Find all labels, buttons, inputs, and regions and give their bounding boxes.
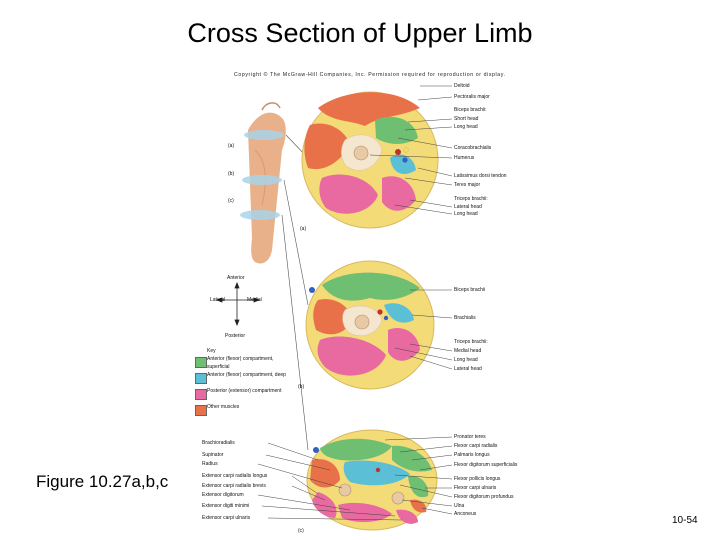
page-number: 10-54 — [672, 515, 698, 526]
label-anconeus: Anconeus — [454, 511, 477, 517]
orientation-medial: Medial — [247, 297, 262, 303]
plane-a — [244, 130, 284, 140]
plane-b — [242, 175, 282, 185]
section-c-tag: (c) — [298, 528, 304, 534]
label-short-head: Short head — [454, 116, 479, 122]
section-a-tag: (a) — [300, 226, 307, 232]
label-teres-major: Teres major — [454, 182, 481, 188]
leader-lines-a — [369, 85, 453, 215]
orientation-posterior: Posterior — [225, 333, 246, 339]
key-label: Anterior (flexor) compartment, deep — [207, 372, 286, 378]
label-biceps-brachii: Biceps brachii: — [454, 107, 487, 113]
label-extensor-carpi-radialis-longus: Extensor carpi radialis longus — [202, 473, 268, 479]
leader-lines-b — [394, 289, 453, 370]
label-triceps-brachii: Triceps brachii: — [454, 339, 488, 345]
key-title: Key — [207, 348, 216, 354]
label-humerus: Humerus — [454, 155, 475, 161]
leader-lines-c — [257, 436, 453, 521]
label-palmaris-longus: Palmaris longus — [454, 452, 490, 458]
key-item-extensor: Posterior (extensor) compartment — [195, 388, 289, 400]
key-label: Posterior (extensor) compartment — [207, 388, 282, 394]
label-lateral-head: Lateral head — [454, 366, 482, 372]
label-radius: Radius — [202, 461, 218, 467]
key-swatch — [195, 357, 207, 368]
label-latissimus-dorsi-tendon: Latissimus dorsi tendon — [454, 173, 507, 179]
arm-tag-a: (a) — [228, 143, 235, 149]
figure-caption: Figure 10.27a,b,c — [36, 472, 169, 491]
arm-tag-b: (b) — [228, 171, 235, 177]
cross-section-b — [305, 260, 435, 390]
label-deltoid: Deltoid — [454, 83, 470, 89]
slide-title: Cross Section of Upper Limb — [187, 18, 533, 48]
label-pectoralis-major: Pectoralis major — [454, 94, 490, 100]
label-long-head: Long head — [454, 357, 478, 363]
label-brachialis: Brachialis — [454, 315, 476, 321]
label-flexor-digitorum-profundus: Flexor digitorum profundus — [454, 494, 514, 500]
key-swatch — [195, 373, 207, 384]
section-b-tag: (b) — [298, 384, 305, 390]
key-label: Other muscles — [207, 404, 240, 410]
label-coracobrachialis: Coracobrachialis — [454, 145, 492, 151]
label-long-head: Long head — [454, 211, 478, 217]
label-pronator-teres: Pronator teres — [454, 434, 486, 440]
arm-tag-c: (c) — [228, 198, 234, 204]
label-long-head: Long head — [454, 124, 478, 130]
label-supinator: Supinator — [202, 452, 224, 458]
label-flexor-pollicis-longus: Flexor pollicis longus — [454, 476, 501, 482]
label-flexor-digitorum-superficialis: Flexor digitorum superficialis — [454, 462, 518, 468]
label-extensor-digiti-minimi: Extensor digiti minimi — [202, 503, 250, 509]
orientation-lateral: Lateral — [210, 297, 226, 303]
orientation-anterior: Anterior — [227, 275, 245, 281]
plane-c — [240, 210, 280, 220]
label-lateral-head: Lateral head — [454, 204, 482, 210]
label-extensor-carpi-ulnaris: Extensor carpi ulnaris — [202, 515, 251, 521]
label-triceps-brachii: Triceps brachii: — [454, 196, 488, 202]
key-item-flexor-deep: Anterior (flexor) compartment, deep — [195, 372, 289, 384]
label-flexor-carpi-radialis: Flexor carpi radialis — [454, 443, 498, 449]
key-swatch — [195, 405, 207, 416]
key-item-other: Other muscles — [195, 404, 289, 416]
copyright-notice: Copyright © The McGraw-Hill Companies, I… — [234, 72, 506, 78]
key-label: Anterior (flexor) compartment, superfici… — [207, 356, 274, 370]
orientation-cross — [215, 281, 261, 327]
arm-illustration — [240, 102, 309, 451]
label-extensor-digitorum: Extensor digitorum — [202, 492, 244, 498]
label-ulna: Ulna — [454, 503, 465, 509]
key-swatch — [195, 389, 207, 400]
cross-section-c — [306, 429, 438, 531]
label-medial-head: Medial head — [454, 348, 482, 354]
label-flexor-carpi-ulnaris: Flexor carpi ulnaris — [454, 485, 497, 491]
label-brachioradialis: Brachioradialis — [202, 440, 235, 446]
key-item-flexor-superficial: Anterior (flexor) compartment, superfici… — [195, 356, 289, 371]
label-biceps-brachii: Biceps brachii — [454, 287, 486, 293]
cross-section-a — [301, 91, 439, 229]
label-extensor-carpi-radialis-brevis: Extensor carpi radialis brevis — [202, 483, 266, 489]
